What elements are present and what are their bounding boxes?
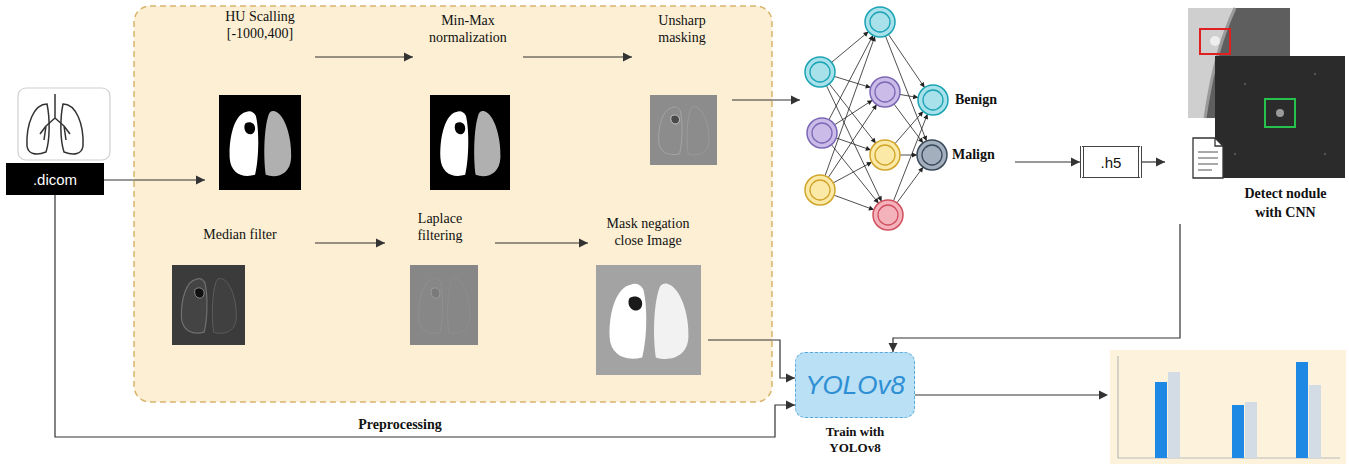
connector-line	[1015, 161, 1080, 162]
scan-image-frame	[410, 265, 478, 345]
connector-line	[708, 340, 795, 378]
connector-line	[55, 195, 795, 437]
result-caption: Detect nodule with CNN	[1243, 184, 1328, 222]
arrow-head	[786, 401, 795, 410]
detection-result: Detect nodule with CNN	[1165, 4, 1345, 224]
arrow-head	[791, 96, 800, 105]
connector-line	[732, 99, 800, 100]
network-drawing	[800, 5, 1015, 240]
yolo-model-box: YOLOv8	[795, 352, 915, 418]
arrow-head	[404, 53, 413, 62]
detection-images	[1165, 4, 1345, 184]
scan-image-frame	[650, 95, 717, 165]
connector-line	[315, 242, 385, 243]
connector	[523, 53, 632, 62]
arrow-head	[196, 176, 205, 185]
cnn-network: BenignMalign	[800, 5, 1015, 240]
scan-image	[430, 95, 510, 190]
connector-line	[315, 56, 413, 57]
scan-image	[650, 95, 717, 165]
connector-line	[495, 242, 588, 243]
class-label: Malign	[952, 146, 995, 163]
scan-image-frame	[219, 95, 301, 190]
arrow-head	[579, 239, 588, 248]
edge-label: Preprocessing	[355, 416, 444, 433]
scan-image-frame	[596, 265, 701, 375]
connector	[495, 239, 588, 248]
file-label: .dicom	[33, 171, 77, 188]
lung-icon	[18, 88, 110, 160]
detection-frame	[1165, 4, 1345, 188]
step-node: Min-Max normalization	[413, 12, 523, 190]
step-label: Min-Max normalization	[418, 12, 518, 46]
connector	[732, 96, 800, 105]
scan-image-frame	[430, 95, 510, 190]
model-name: YOLOv8	[805, 370, 905, 400]
step-label: Unsharp masking	[642, 12, 722, 46]
arrow-head	[1071, 158, 1080, 167]
connector	[1015, 158, 1080, 167]
arrow-head	[623, 53, 632, 62]
arrow-head	[786, 374, 795, 383]
scan-image	[219, 95, 301, 190]
step-node: Median filter	[165, 226, 315, 345]
file-box: .dicom	[6, 163, 104, 195]
model-file-label: .h5	[1101, 154, 1122, 171]
model-file-box: .h5	[1080, 146, 1142, 178]
connector-line	[523, 56, 632, 57]
step-node: Laplace filtering	[385, 210, 495, 345]
connector-line	[104, 179, 205, 180]
scan-image	[410, 265, 478, 345]
connector	[315, 239, 385, 248]
preprocessing-panel	[134, 6, 772, 402]
connector	[1142, 158, 1165, 167]
class-label: Benign	[955, 91, 997, 108]
yolo-box: YOLOv8Train with YOLOv8	[795, 352, 915, 456]
arrow-head	[376, 239, 385, 248]
step-node: HU Scalling [-1000,400]	[205, 8, 315, 190]
scan-image	[596, 265, 701, 375]
box-caption: Train with YOLOv8	[815, 424, 895, 456]
step-label: Laplace filtering	[400, 210, 480, 244]
connector	[55, 195, 795, 437]
step-label: Median filter	[185, 226, 295, 243]
step-node: Unsharp masking	[632, 12, 732, 165]
connector	[889, 224, 1181, 352]
connector	[104, 176, 205, 185]
step-label: HU Scalling [-1000,400]	[210, 8, 310, 42]
connector-line	[893, 224, 1180, 352]
connector	[315, 53, 413, 62]
step-node: Mask negation close Image	[588, 215, 708, 375]
step-label: Mask negation close Image	[598, 215, 698, 249]
arrow-head	[1156, 158, 1165, 167]
result-arrow	[915, 391, 1108, 400]
scan-image-frame	[172, 265, 245, 345]
connector	[708, 340, 795, 383]
bar-chart	[1110, 350, 1346, 464]
network-frame	[800, 5, 1015, 244]
scan-image	[172, 265, 245, 345]
arrow-head	[889, 343, 898, 352]
